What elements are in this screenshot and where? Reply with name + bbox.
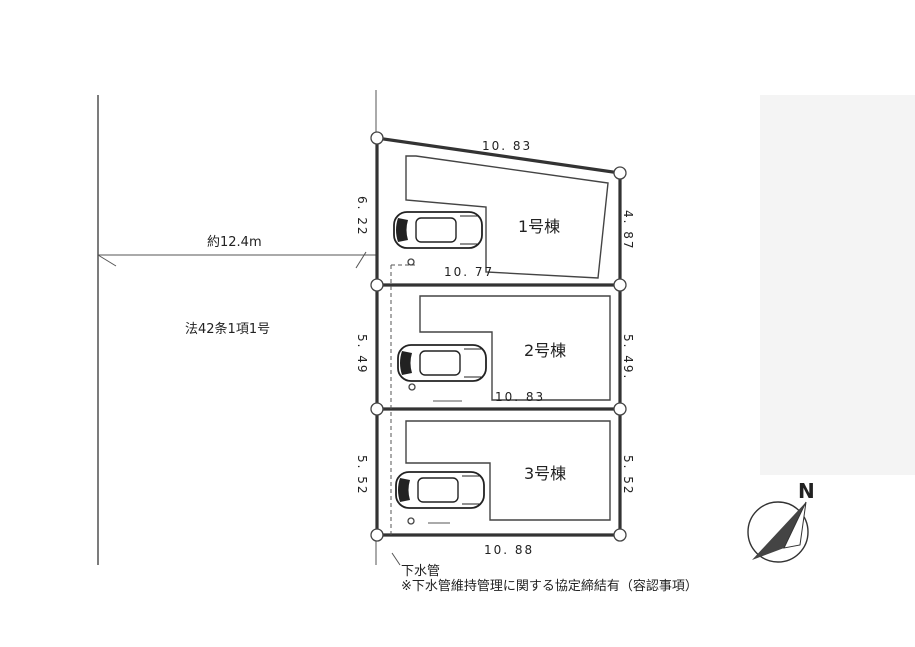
sewer-markers xyxy=(355,251,462,525)
corner-marker xyxy=(613,402,627,416)
building-footprint-2 xyxy=(419,295,611,401)
lot-label-2: 2号棟 xyxy=(524,341,566,360)
north-label: N xyxy=(798,479,815,503)
dim-lot2-inner: 10. 83 xyxy=(495,390,545,404)
compass-needle xyxy=(752,502,806,560)
road-width-label: 約12.4m xyxy=(207,235,262,250)
compass-needle-light xyxy=(783,501,807,549)
corner-marker xyxy=(613,278,627,292)
corner-marker xyxy=(370,278,384,292)
car xyxy=(395,471,485,509)
corner-marker xyxy=(370,131,384,145)
car-roof xyxy=(419,350,461,376)
corner-marker xyxy=(370,402,384,416)
lot-label-3: 3号棟 xyxy=(524,464,566,483)
road-law-label: 法42条1項1号 xyxy=(185,321,270,337)
road: 約12.4m 法42条1項1号 xyxy=(97,90,377,565)
sewer-label: 下水管 xyxy=(401,564,440,579)
dim-lot3-right: 5. 52 xyxy=(621,455,635,496)
building-footprint-3 xyxy=(405,420,611,521)
corner-marker xyxy=(613,528,627,542)
lot-label-1: 1号棟 xyxy=(518,217,560,236)
car-windshield xyxy=(400,351,412,375)
scan-shade xyxy=(760,95,915,475)
road-width-arrow xyxy=(97,254,117,267)
dim-lot3-left: 5. 52 xyxy=(355,455,369,496)
dim-lot1-right: 4. 87 xyxy=(621,210,635,251)
sewer-marker xyxy=(407,517,415,525)
corner-marker xyxy=(370,528,384,542)
north-compass: N xyxy=(747,479,815,563)
dim-lot1-inner: 10. 77 xyxy=(444,265,494,279)
car-windshield xyxy=(396,218,408,242)
car-roof xyxy=(415,217,457,243)
car-roof xyxy=(417,477,459,503)
building-footprint-1 xyxy=(405,155,609,279)
car xyxy=(393,211,483,249)
corner-markers xyxy=(370,131,627,542)
sewer-marker xyxy=(407,258,415,266)
dim-lot1-left: 6. 22 xyxy=(355,196,369,237)
dim-lot2-right: 5. 49. xyxy=(621,334,635,380)
buildings xyxy=(405,155,611,521)
dim-lot3-bottom: 10. 88 xyxy=(484,543,534,557)
dim-lot1-top: 10. 83 xyxy=(482,139,532,153)
car-windshield xyxy=(398,478,410,502)
dim-lot2-left: 5. 49 xyxy=(355,334,369,375)
corner-marker xyxy=(613,166,627,180)
dimension-tick xyxy=(355,251,367,269)
sewer-agreement-note: ※下水管維持管理に関する協定締結有（容認事項） xyxy=(401,578,698,594)
sewer-marker xyxy=(408,383,416,391)
sewer-note-leader xyxy=(391,552,401,566)
car xyxy=(397,344,487,382)
